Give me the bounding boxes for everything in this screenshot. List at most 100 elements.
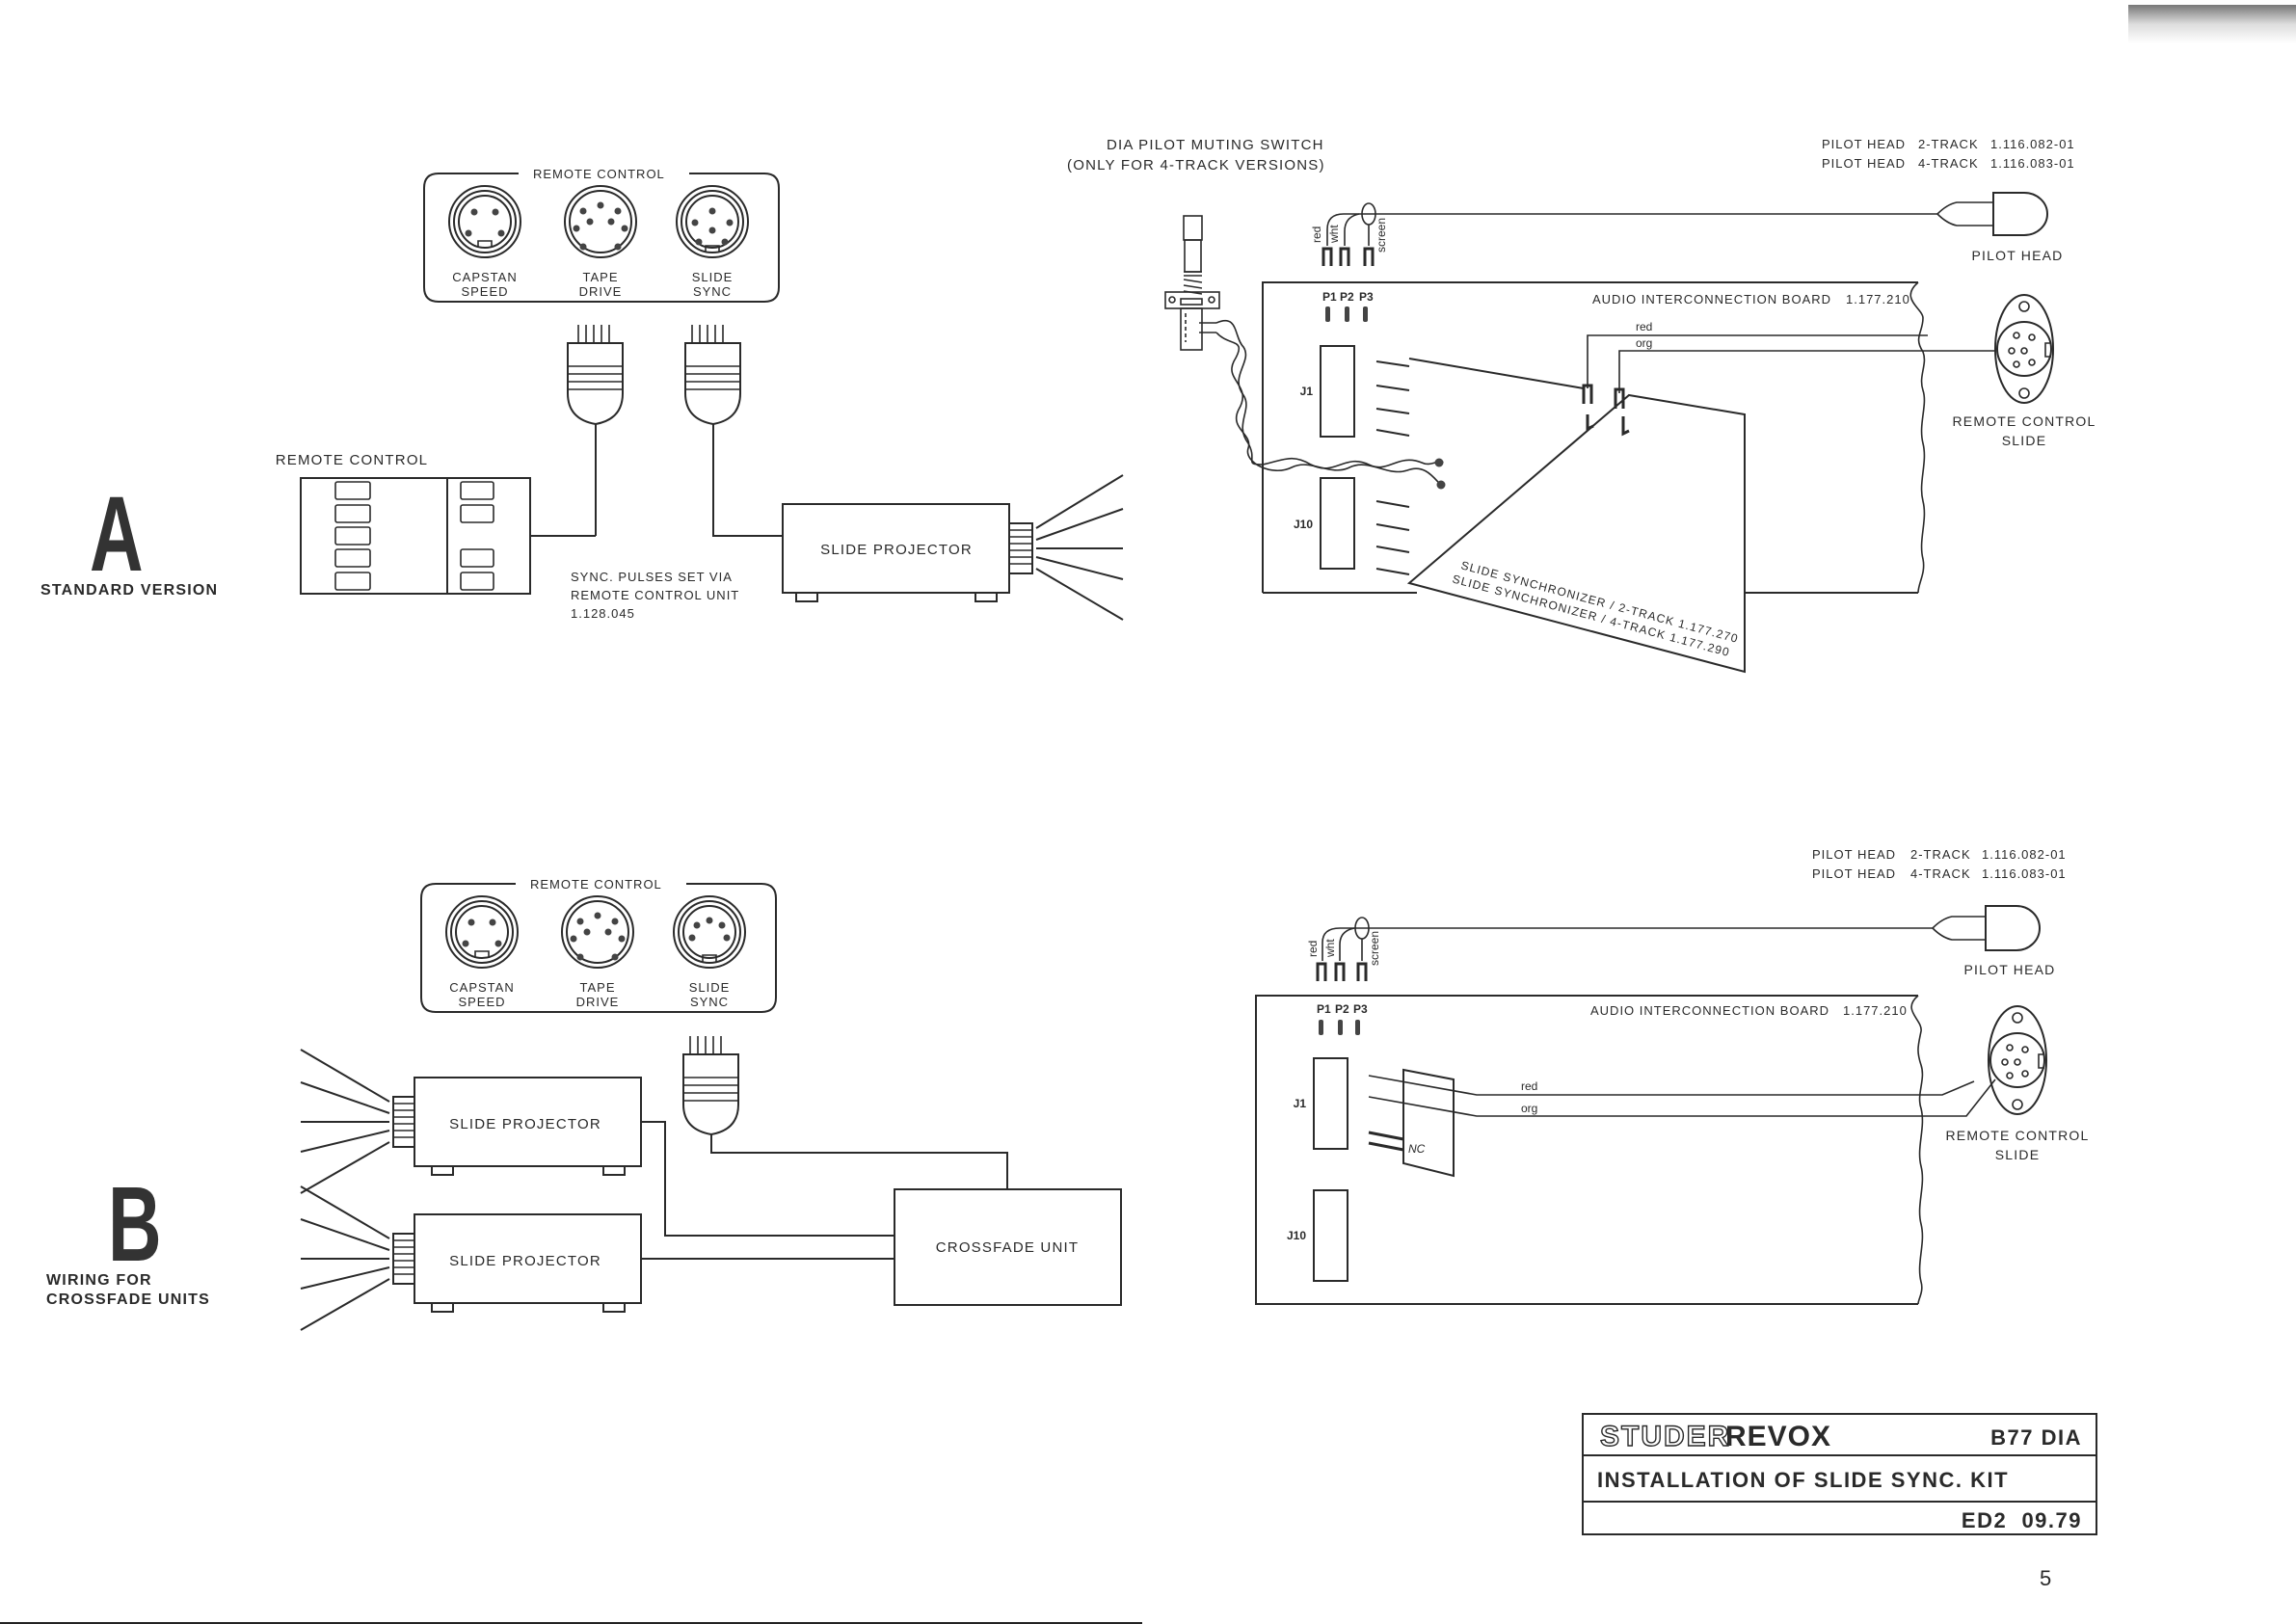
drawing-title: INSTALLATION OF SLIDE SYNC. KIT	[1597, 1468, 2009, 1492]
brand-revox: REVOX	[1725, 1421, 1831, 1452]
solder-point	[1436, 480, 1446, 490]
socket-label: DRIVE	[579, 284, 623, 299]
plug-headers: P1 P2 P3	[1322, 290, 1374, 322]
socket-label: CAPSTAN	[449, 980, 514, 995]
brand-studer: STUDER	[1600, 1421, 1730, 1452]
nc-label: NC	[1408, 1142, 1426, 1156]
wire-label-org: org	[1521, 1102, 1537, 1115]
pilot-head-wiring: red wht screen	[1306, 917, 1933, 981]
pilot-head-wiring: red wht screen	[1310, 202, 1937, 266]
section-a-letter: A	[90, 476, 144, 595]
projector-label: SLIDE PROJECTOR	[449, 1116, 601, 1132]
scan-corner-shadow	[2128, 5, 2296, 43]
part-variant: 4-TRACK	[1918, 156, 1979, 171]
remote-panel-title: REMOTE CONTROL	[533, 167, 665, 181]
section-b-caption: CROSSFADE UNITS	[46, 1291, 210, 1308]
twisted-pair-wire	[1215, 332, 1444, 488]
pilot-head-icon: PILOT HEAD	[1932, 905, 2056, 977]
section-a-caption: STANDARD VERSION	[40, 582, 218, 599]
board-title: AUDIO INTERCONNECTION BOARD	[1590, 1003, 1829, 1018]
remote-socket-label: SLIDE	[1995, 1147, 2040, 1162]
pilot-part-list: PILOT HEAD 2-TRACK 1.116.082-01 PILOT HE…	[1822, 137, 2075, 171]
audio-interconnection-board: AUDIO INTERCONNECTION BOARD 1.177.210 P1…	[1255, 995, 1996, 1305]
nc-block: NC	[1368, 1068, 1455, 1178]
section-a: A STANDARD VERSION REMOTE CONTROL CAPSTA…	[40, 167, 1124, 621]
board-title: AUDIO INTERCONNECTION BOARD	[1592, 292, 1831, 306]
remote-control-panel-a: REMOTE CONTROL CAPSTAN SPEED TAPE DRIVE	[423, 167, 780, 303]
board-part-no: 1.177.210	[1843, 1003, 1908, 1018]
note-line: 1.128.045	[571, 606, 635, 621]
connector-label: J10	[1294, 518, 1313, 531]
crossfade-unit: CROSSFADE UNIT	[894, 1188, 1122, 1306]
sync-note: SYNC. PULSES SET VIA REMOTE CONTROL UNIT…	[571, 570, 739, 621]
din-plug-left	[567, 325, 624, 536]
pilot-head-label: PILOT HEAD	[1964, 962, 2056, 977]
pilot-head-label: PILOT HEAD	[1972, 248, 2064, 263]
section-b: B WIRING FOR CROSSFADE UNITS REMOTE CONT…	[46, 877, 1122, 1331]
slide-projector-b2: SLIDE PROJECTOR	[300, 1185, 894, 1331]
remote-socket-label: REMOTE CONTROL	[1952, 413, 2096, 429]
wire-label-org: org	[1636, 336, 1652, 350]
audio-interconnection-board: AUDIO INTERCONNECTION BOARD 1.177.210 P1…	[1262, 281, 1995, 594]
remote-control-panel-b: REMOTE CONTROL CAPSTAN SPEED TAPE DRIVE	[420, 877, 777, 1013]
connector-j10: J10	[1287, 1189, 1348, 1282]
wire-label-red: red	[1521, 1079, 1537, 1093]
remote-slide-socket: REMOTE CONTROL SLIDE	[1952, 294, 2096, 448]
part-number: 1.116.083-01	[1990, 156, 2075, 171]
capstan-speed-socket: CAPSTAN SPEED	[445, 895, 519, 1009]
title-block: STUDER REVOX B77 DIA INSTALLATION OF SLI…	[1582, 1413, 2097, 1535]
projector-label: SLIDE PROJECTOR	[449, 1253, 601, 1269]
plug-label: P3	[1359, 290, 1374, 304]
socket-label: SYNC	[693, 284, 732, 299]
note-line: REMOTE CONTROL UNIT	[571, 588, 739, 602]
socket-label: CAPSTAN	[452, 270, 517, 284]
connector-j10: J10	[1294, 477, 1355, 570]
part-variant: 4-TRACK	[1910, 866, 1971, 881]
plug-label: P2	[1335, 1002, 1349, 1016]
lower-wiring-diagram: PILOT HEAD 2-TRACK 1.116.082-01 PILOT HE…	[1255, 847, 2089, 1305]
note-line: SYNC. PULSES SET VIA	[571, 570, 733, 584]
page-number: 5	[2040, 1566, 2051, 1590]
connector-j1: J1	[1300, 345, 1355, 438]
wire-label-screen: screen	[1368, 931, 1381, 966]
upper-wiring-diagram: DIA PILOT MUTING SWITCH (ONLY FOR 4-TRAC…	[1067, 137, 2096, 674]
socket-label: SPEED	[458, 995, 505, 1009]
part-number: 1.116.082-01	[1982, 847, 2067, 862]
tape-drive-socket: TAPE DRIVE	[564, 185, 637, 299]
wire-label-red: red	[1636, 320, 1652, 333]
connector-label: J10	[1287, 1229, 1306, 1242]
model-number: B77 DIA	[1990, 1425, 2082, 1450]
part-number: 1.116.083-01	[1982, 866, 2067, 881]
part-number: 1.116.082-01	[1990, 137, 2075, 151]
socket-label: TAPE	[580, 980, 616, 995]
slide-projector-b1: SLIDE PROJECTOR	[300, 1049, 894, 1237]
pilot-head-icon: PILOT HEAD	[1936, 192, 2064, 263]
slide-sync-socket: SLIDE SYNC	[676, 185, 749, 299]
plug-label: P2	[1340, 290, 1354, 304]
remote-panel-title: REMOTE CONTROL	[530, 877, 662, 892]
connector-j1: J1	[1294, 1057, 1348, 1150]
section-b-caption: WIRING FOR	[46, 1272, 152, 1289]
part-variant: 2-TRACK	[1918, 137, 1979, 151]
remote-socket-label: SLIDE	[2002, 433, 2046, 448]
remote-control-unit	[300, 477, 596, 595]
socket-label: TAPE	[583, 270, 619, 284]
projector-label: SLIDE PROJECTOR	[820, 542, 973, 558]
wire-label-screen: screen	[1375, 218, 1388, 253]
part-variant: 2-TRACK	[1910, 847, 1971, 862]
remote-socket-label: REMOTE CONTROL	[1945, 1128, 2089, 1143]
socket-label: SPEED	[461, 284, 508, 299]
muting-switch-icon	[1164, 215, 1220, 351]
section-b-letter: B	[108, 1166, 162, 1285]
part-name: PILOT HEAD	[1812, 866, 1896, 881]
plug-label: P1	[1317, 1002, 1331, 1016]
capstan-speed-socket: CAPSTAN SPEED	[448, 185, 521, 299]
remote-unit-label: REMOTE CONTROL	[276, 452, 428, 468]
part-name: PILOT HEAD	[1822, 137, 1906, 151]
socket-label: SLIDE	[692, 270, 734, 284]
plug-label: P3	[1353, 1002, 1368, 1016]
synchronizer-label: SLIDE SYNCHRONIZER / 4-TRACK 1.177.290	[1451, 572, 1731, 660]
part-name: PILOT HEAD	[1812, 847, 1896, 862]
slide-sync-socket: SLIDE SYNC	[673, 895, 746, 1009]
